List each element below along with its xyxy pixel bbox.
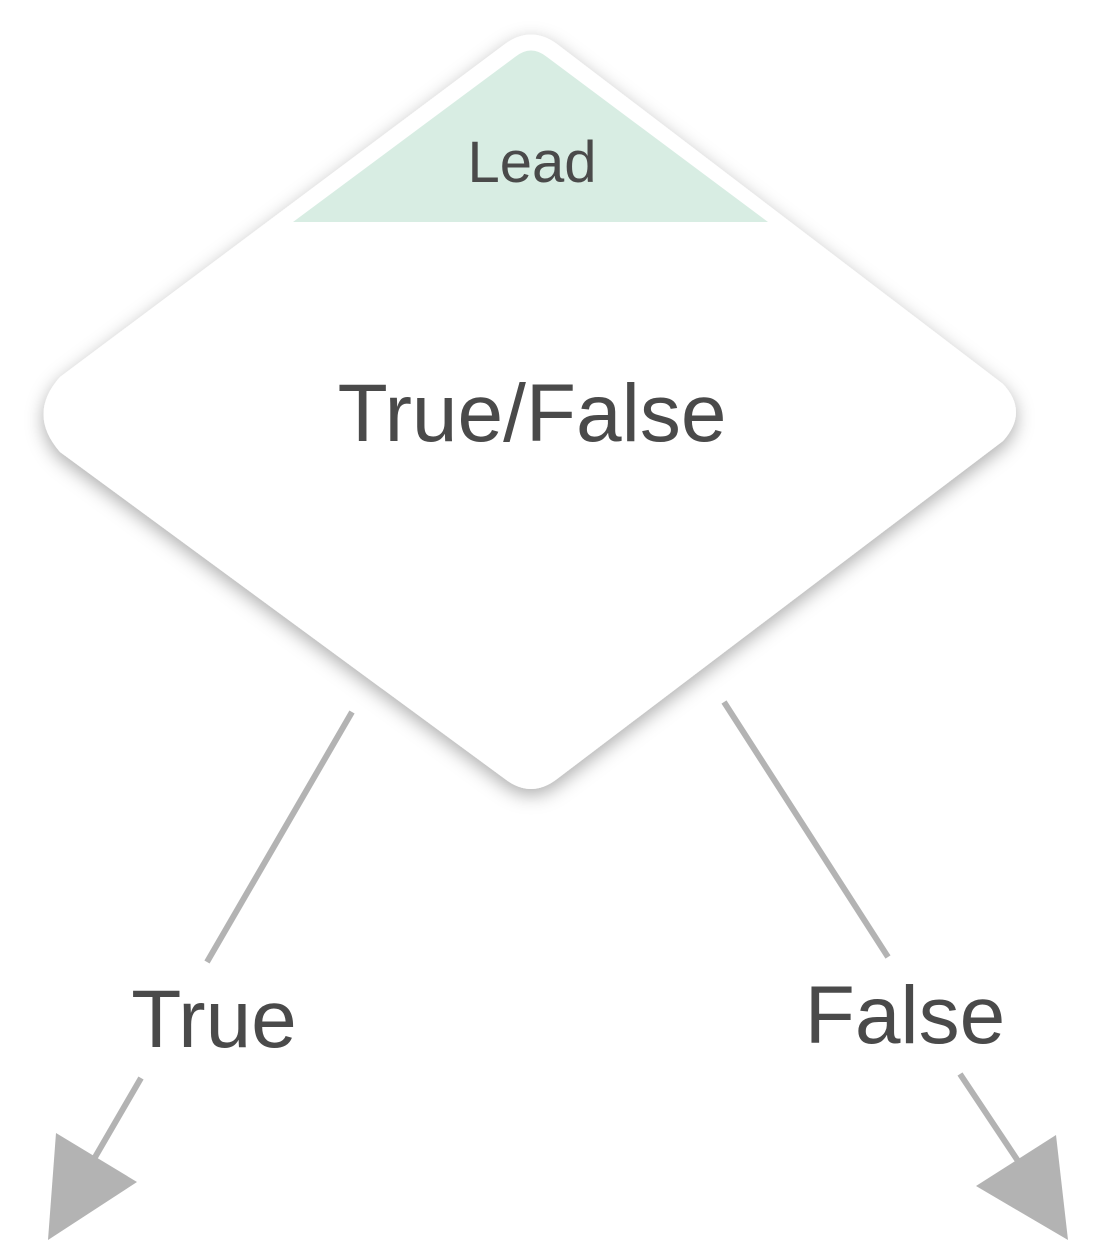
false-arrowhead-icon	[976, 1135, 1068, 1240]
true-branch-connector[interactable]: True	[48, 710, 355, 1240]
true-connector-line-upper[interactable]	[204, 710, 355, 964]
false-connector-line-upper[interactable]	[721, 700, 891, 959]
true-arrowhead-icon	[48, 1133, 137, 1240]
decision-node-title: True/False	[338, 368, 727, 459]
lead-badge-label: Lead	[467, 130, 596, 195]
true-branch-label: True	[131, 974, 297, 1065]
lead-badge	[293, 50, 768, 222]
decision-node[interactable]: Lead True/False	[43, 34, 1017, 790]
false-connector-line-lower[interactable]	[957, 1072, 1023, 1166]
false-branch-connector[interactable]: False	[721, 700, 1068, 1240]
true-connector-line-lower[interactable]	[91, 1076, 144, 1161]
decision-node-diamond[interactable]	[43, 34, 1017, 790]
false-branch-label: False	[805, 970, 1006, 1061]
